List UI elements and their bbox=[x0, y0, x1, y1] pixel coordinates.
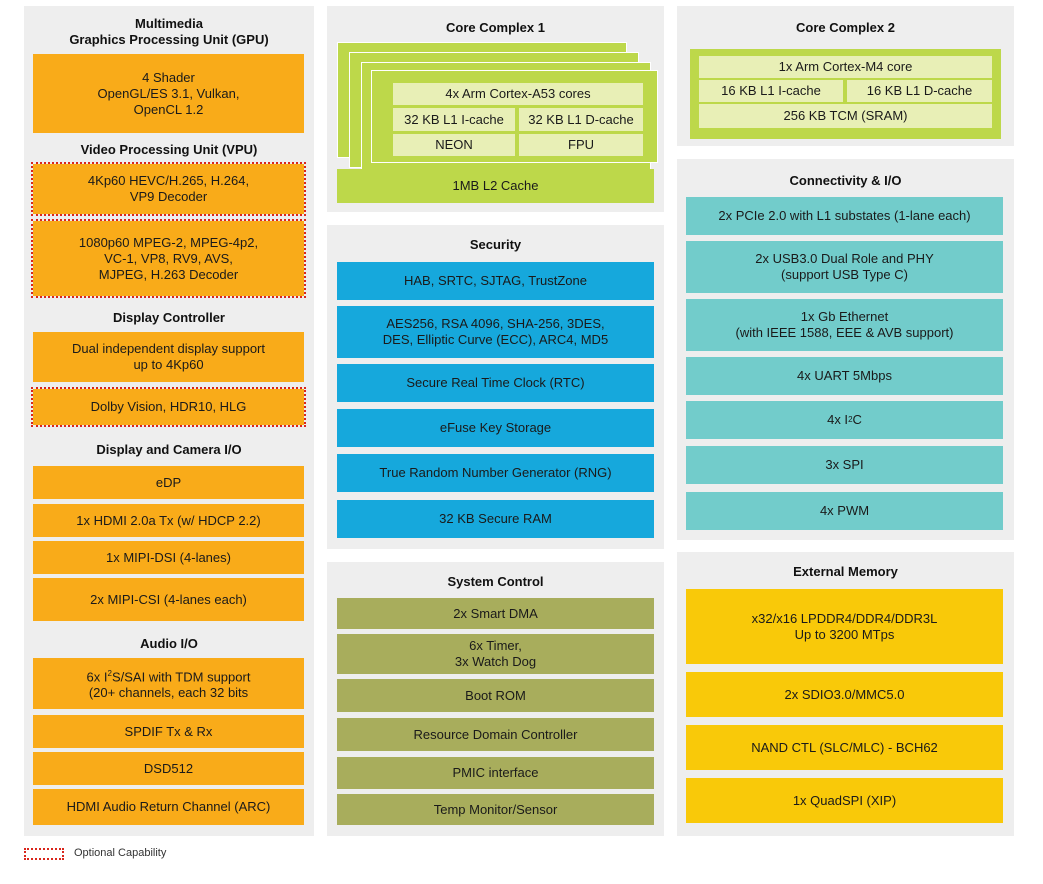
smart-dma-block: 2x Smart DMA bbox=[337, 598, 654, 629]
core-complex-1-panel: Core Complex 1 4x Arm Cortex-A53 cores 3… bbox=[327, 6, 664, 212]
vpu-title: Video Processing Unit (VPU) bbox=[80, 142, 258, 157]
a53-cores-block: 4x Arm Cortex-A53 cores bbox=[393, 83, 643, 105]
edp-block: eDP bbox=[33, 466, 304, 499]
optional-capability-label: Optional Capability bbox=[74, 847, 167, 859]
m4-icache-block: 16 KB L1 I-cache bbox=[699, 80, 843, 102]
usb3-block: 2x USB3.0 Dual Role and PHY (support USB… bbox=[686, 241, 1003, 293]
display-dual-block: Dual independent display support up to 4… bbox=[33, 332, 304, 382]
pwm-block: 4x PWM bbox=[686, 492, 1003, 530]
timer-block: 6x Timer, 3x Watch Dog bbox=[337, 634, 654, 674]
secure-ram-block: 32 KB Secure RAM bbox=[337, 500, 654, 538]
pcie-block: 2x PCIe 2.0 with L1 substates (1-lane ea… bbox=[686, 197, 1003, 235]
mipi-csi-block: 2x MIPI-CSI (4-lanes each) bbox=[33, 578, 304, 621]
quadspi-block: 1x QuadSPI (XIP) bbox=[686, 778, 1003, 823]
vpu-decoder-1080p: 1080p60 MPEG-2, MPEG-4p2, VC-1, VP8, RV9… bbox=[31, 219, 306, 298]
l1-dcache-block: 32 KB L1 D-cache bbox=[519, 108, 643, 131]
i2s-sai-block: 6x I2S/SAI with TDM support (20+ channel… bbox=[33, 658, 304, 709]
sdio-block: 2x SDIO3.0/MMC5.0 bbox=[686, 672, 1003, 717]
vpu-decoder-4k: 4Kp60 HEVC/H.265, H.264, VP9 Decoder bbox=[31, 162, 306, 216]
nand-block: NAND CTL (SLC/MLC) - BCH62 bbox=[686, 725, 1003, 770]
security-panel: Security HAB, SRTC, SJTAG, TrustZone AES… bbox=[327, 225, 664, 549]
security-title: Security bbox=[469, 237, 522, 252]
multimedia-panel: Multimedia Graphics Processing Unit (GPU… bbox=[24, 6, 314, 836]
m4-core-block: 1x Arm Cortex-M4 core bbox=[699, 56, 992, 78]
hdmi-tx-block: 1x HDMI 2.0a Tx (w/ HDCP 2.2) bbox=[33, 504, 304, 537]
external-memory-title: External Memory bbox=[793, 564, 898, 579]
l1-icache-block: 32 KB L1 I-cache bbox=[393, 108, 515, 131]
pmic-block: PMIC interface bbox=[337, 757, 654, 789]
efuse-block: eFuse Key Storage bbox=[337, 409, 654, 447]
optional-capability-swatch bbox=[24, 848, 64, 860]
gpu-block: 4 Shader OpenGL/ES 3.1, Vulkan, OpenCL 1… bbox=[33, 54, 304, 133]
hdmi-arc-block: HDMI Audio Return Channel (ARC) bbox=[33, 789, 304, 825]
system-control-panel: System Control 2x Smart DMA 6x Timer, 3x… bbox=[327, 562, 664, 836]
mipi-dsi-block: 1x MIPI-DSI (4-lanes) bbox=[33, 541, 304, 574]
hab-block: HAB, SRTC, SJTAG, TrustZone bbox=[337, 262, 654, 300]
core-complex-2-panel: Core Complex 2 1x Arm Cortex-M4 core 16 … bbox=[677, 6, 1014, 146]
neon-block: NEON bbox=[393, 134, 515, 156]
ethernet-block: 1x Gb Ethernet (with IEEE 1588, EEE & AV… bbox=[686, 299, 1003, 351]
temp-monitor-block: Temp Monitor/Sensor bbox=[337, 794, 654, 825]
dsd512-block: DSD512 bbox=[33, 752, 304, 785]
display-controller-title: Display Controller bbox=[113, 310, 225, 325]
connectivity-title: Connectivity & I/O bbox=[789, 173, 902, 188]
l2-cache-block: 1MB L2 Cache bbox=[337, 169, 654, 203]
uart-block: 4x UART 5Mbps bbox=[686, 357, 1003, 395]
spdif-block: SPDIF Tx & Rx bbox=[33, 715, 304, 748]
spi-block: 3x SPI bbox=[686, 446, 1003, 484]
core-complex-1-title: Core Complex 1 bbox=[446, 20, 545, 35]
audio-io-title: Audio I/O bbox=[140, 636, 198, 651]
secure-rtc-block: Secure Real Time Clock (RTC) bbox=[337, 364, 654, 402]
rng-block: True Random Number Generator (RNG) bbox=[337, 454, 654, 492]
connectivity-panel: Connectivity & I/O 2x PCIe 2.0 with L1 s… bbox=[677, 159, 1014, 540]
boot-rom-block: Boot ROM bbox=[337, 679, 654, 712]
resource-domain-block: Resource Domain Controller bbox=[337, 718, 654, 751]
gpu-title: Multimedia Graphics Processing Unit (GPU… bbox=[69, 16, 269, 47]
crypto-block: AES256, RSA 4096, SHA-256, 3DES, DES, El… bbox=[337, 306, 654, 358]
tcm-block: 256 KB TCM (SRAM) bbox=[699, 104, 992, 128]
i2s-line2: (20+ channels, each 32 bits bbox=[88, 685, 249, 701]
fpu-block: FPU bbox=[519, 134, 643, 156]
lpddr4-block: x32/x16 LPDDR4/DDR4/DDR3L Up to 3200 MTp… bbox=[686, 589, 1003, 664]
i2s-line1: 6x I2S/SAI with TDM support bbox=[86, 668, 251, 685]
external-memory-panel: External Memory x32/x16 LPDDR4/DDR4/DDR3… bbox=[677, 552, 1014, 836]
m4-dcache-block: 16 KB L1 D-cache bbox=[847, 80, 992, 102]
display-camera-io-title: Display and Camera I/O bbox=[96, 442, 242, 457]
display-dolby-block: Dolby Vision, HDR10, HLG bbox=[31, 387, 306, 427]
system-control-title: System Control bbox=[447, 574, 544, 589]
core-complex-2-title: Core Complex 2 bbox=[796, 20, 895, 35]
